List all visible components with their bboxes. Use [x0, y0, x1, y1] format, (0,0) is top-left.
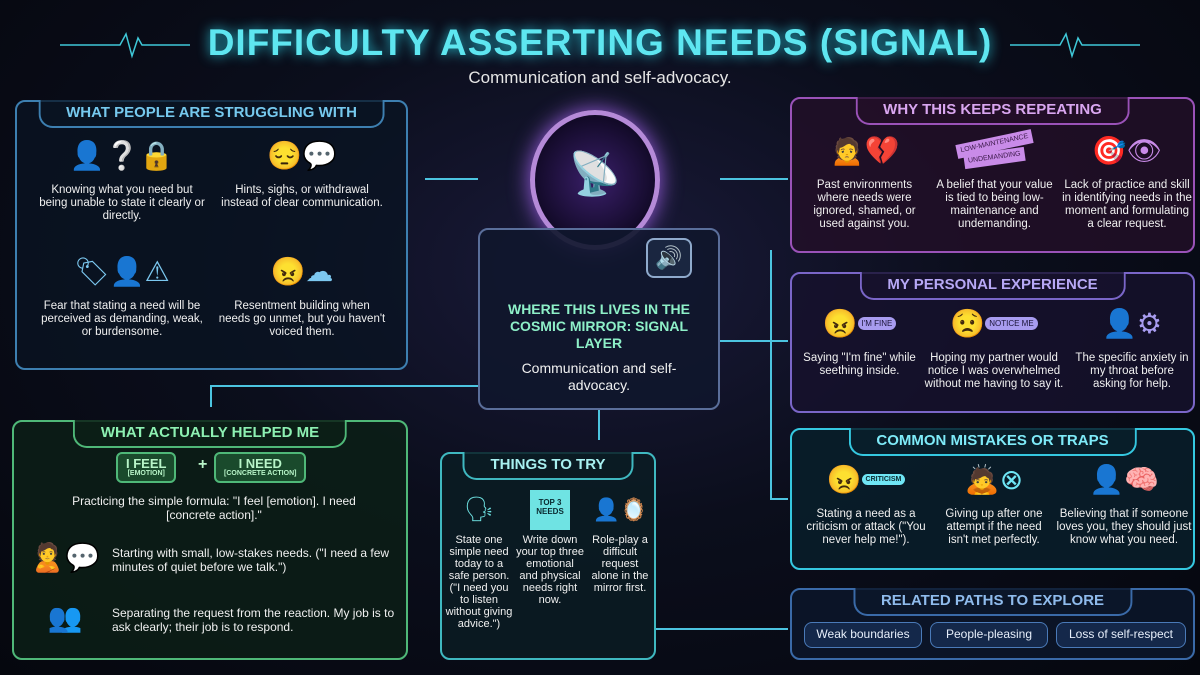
person-talking-icon: 🗣 — [463, 496, 495, 523]
speaker-icon: 🔊 — [646, 238, 692, 278]
broken-heart-icon: 🙍💔 — [829, 135, 900, 166]
related-link-weak-boundaries[interactable]: Weak boundaries — [804, 622, 922, 648]
person-speech-icon: 🙎💬 — [30, 542, 100, 573]
connector-arrow — [720, 178, 788, 180]
section-title: RELATED PATHS TO EXPLORE — [852, 588, 1133, 616]
list-item: 👤❔🔒Knowing what you need but being unabl… — [37, 136, 207, 223]
related-link-people-pleasing[interactable]: People-pleasing — [930, 622, 1048, 648]
plus-sign: + — [198, 456, 208, 473]
person-sigh-bubble-icon: 😔💬 — [267, 140, 337, 171]
list-item: 👤🪞Role-play a difficult request alone in… — [587, 490, 653, 594]
heartbeat-line-left — [60, 32, 190, 59]
section-title: COMMON MISTAKES OR TRAPS — [848, 428, 1137, 456]
list-item: 👤🧠Believing that if someone loves you, t… — [1056, 460, 1192, 547]
connector-arrow — [770, 498, 788, 500]
connector-arrow — [720, 340, 788, 342]
list-item: 🙍💔Past environments where needs were ign… — [802, 131, 927, 231]
list-item: 🗣State one simple need today to a safe p… — [445, 490, 513, 630]
center-title: WHERE THIS LIVES IN THE COSMIC MIRROR: S… — [507, 301, 690, 351]
list-item: 👤⚙The specific anxiety in my throat befo… — [1074, 304, 1190, 391]
person-question-lock-icon: 👤❔🔒 — [69, 140, 175, 171]
list-item: Practicing the simple formula: "I feel [… — [72, 494, 356, 522]
related-link-loss-of-self-respect[interactable]: Loss of self-respect — [1056, 622, 1186, 648]
section-title: MY PERSONAL EXPERIENCE — [859, 272, 1126, 300]
list-item: 🏷👤⚠Fear that stating a need will be perc… — [37, 252, 207, 339]
struggling-section: WHAT PEOPLE ARE STRUGGLING WITH 👤❔🔒Knowi… — [15, 100, 408, 370]
page-subtitle: Communication and self-advocacy. — [468, 68, 732, 87]
list-item: 🙎💬 Starting with small, low-stakes needs… — [28, 532, 400, 588]
connector-arrow — [425, 178, 478, 180]
im-fine-bubble-icon: 😠I'M FINE — [802, 304, 917, 348]
section-title: THINGS TO TRY — [462, 452, 634, 480]
mind-reading-icon: 👤🧠 — [1089, 464, 1159, 495]
section-title: WHAT ACTUALLY HELPED ME — [72, 420, 348, 448]
notice-me-bubble-icon: 😟NOTICE ME — [920, 304, 1068, 348]
two-people-chat-icon: 👥 — [47, 602, 83, 633]
helped-section: WHAT ACTUALLY HELPED ME I FEEL[EMOTION] … — [12, 420, 408, 660]
page-title: DIFFICULTY ASSERTING NEEDS (SIGNAL) — [207, 22, 993, 63]
give-up-x-icon: 🙇⊗ — [964, 464, 1024, 495]
connector-arrow — [598, 410, 600, 440]
list-item: 😔💬Hints, sighs, or withdrawal instead of… — [217, 136, 387, 210]
heartbeat-line-right — [1010, 32, 1140, 59]
connector-arrow — [210, 385, 478, 387]
things-to-try-section: THINGS TO TRY 🗣State one simple need tod… — [440, 452, 656, 660]
cosmic-mirror — [530, 110, 660, 250]
throat-anxiety-icon: 👤⚙ — [1102, 308, 1162, 339]
list-item: 👥 Separating the request from the reacti… — [28, 592, 400, 648]
criticism-bubble-icon: 😠CRITICISM — [802, 460, 930, 504]
list-item: 😠☁Resentment building when needs go unme… — [217, 252, 387, 339]
mirror-person-icon: 👤🪞 — [592, 497, 648, 522]
list-item: 🎯👁Lack of practice and skill in identify… — [1062, 131, 1192, 231]
list-item: 🙇⊗Giving up after one attempt if the nee… — [936, 460, 1052, 547]
related-paths-section: RELATED PATHS TO EXPLORE Weak boundaries… — [790, 588, 1195, 660]
center-description: Communication and self-advocacy. — [521, 360, 677, 393]
section-title: WHAT PEOPLE ARE STRUGGLING WITH — [38, 100, 385, 128]
section-title: WHY THIS KEEPS REPEATING — [855, 97, 1130, 125]
target-eye-icon: 🎯👁 — [1091, 135, 1163, 166]
i-feel-badge: I FEEL[EMOTION] — [116, 452, 177, 483]
connector-arrow — [656, 628, 788, 630]
connector-arrow — [770, 250, 772, 500]
why-section: WHY THIS KEEPS REPEATING 🙍💔Past environm… — [790, 97, 1195, 253]
tag-warning-icon: 🏷👤⚠ — [74, 256, 170, 287]
connector-arrow — [210, 385, 212, 407]
angry-cloud-icon: 😠☁ — [270, 256, 334, 287]
notepad-icon: TOP 3 NEEDS — [530, 490, 570, 530]
i-need-badge: I NEED[CONCRETE ACTION] — [214, 452, 307, 483]
signal-tower-icon: 📡 — [568, 150, 622, 197]
